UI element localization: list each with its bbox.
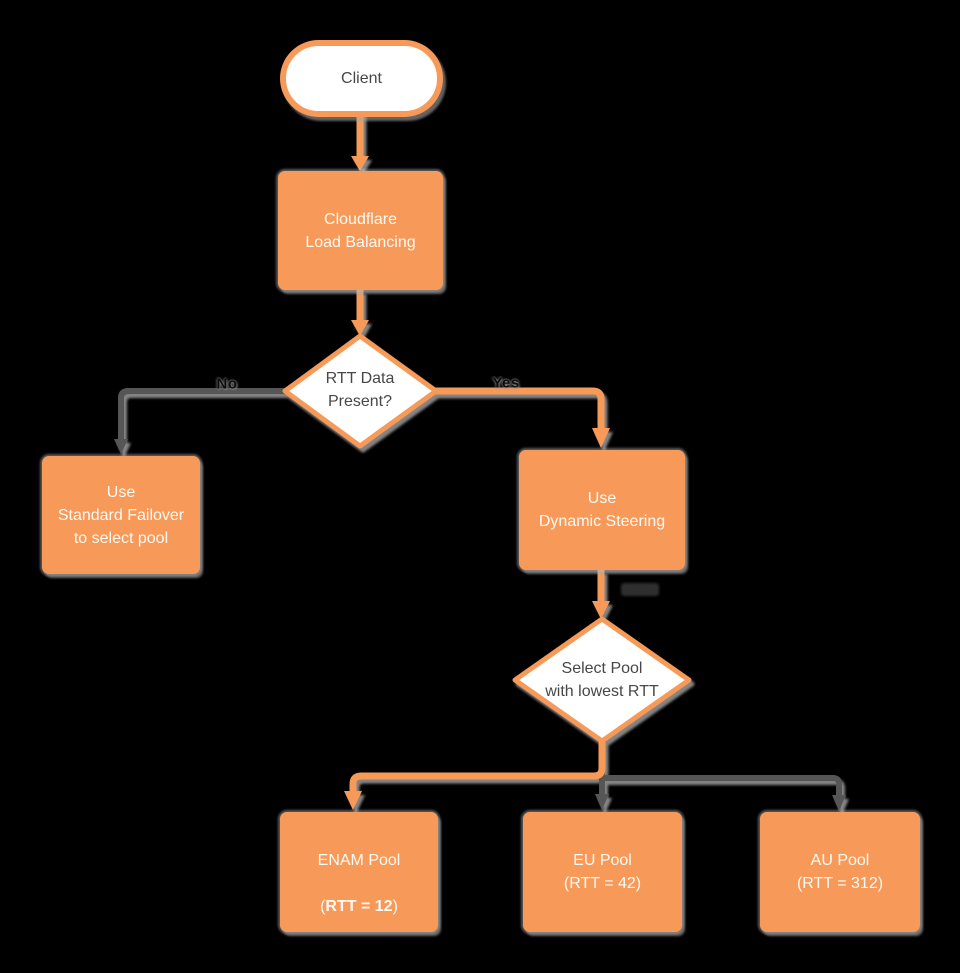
arrowhead-into-au-pool <box>832 795 846 811</box>
arrowhead-into-standard-failover <box>114 439 128 454</box>
select-pool-label: Select Pool with lowest RTT <box>545 660 659 700</box>
node-dynamic-steering: Use Dynamic Steering <box>519 450 685 570</box>
node-eu-pool: EU Pool (RTT = 42) <box>523 812 682 932</box>
enam-pool-label: ENAM Pool (RTT = 12) <box>318 826 401 918</box>
client-label: Client <box>341 70 382 87</box>
edge-to-enam-pool <box>349 742 606 794</box>
rtt-decision-label: RTT Data Present? <box>325 370 395 410</box>
arrowhead-into-loadbalancing <box>351 156 369 171</box>
edge-label-no: No <box>216 375 238 393</box>
enam-pool-name: ENAM Pool <box>317 852 401 869</box>
enam-rtt-close-paren: ) <box>392 898 398 915</box>
load-balancing-label: Cloudflare Load Balancing <box>305 210 416 251</box>
standard-failover-label: Use Standard Failover to select pool <box>57 483 185 547</box>
au-pool-label: AU Pool (RTT = 312) <box>796 852 884 892</box>
enam-rtt-open-paren: ( <box>320 898 326 915</box>
edge-label-yes: Yes <box>492 374 520 392</box>
illegible-edge-label <box>621 583 659 596</box>
arrowhead-into-dynamic-steering <box>592 428 610 448</box>
select-pool-diamond <box>512 616 692 744</box>
node-client: Client <box>280 40 443 117</box>
enam-rtt-value: RTT = 12 <box>325 898 393 915</box>
arrowhead-into-enam-pool <box>344 791 362 810</box>
dynamic-steering-label: Use Dynamic Steering <box>538 490 666 530</box>
node-cloudflare-load-balancing: Cloudflare Load Balancing <box>278 171 443 290</box>
node-standard-failover: Use Standard Failover to select pool <box>42 456 200 574</box>
edge-no-branch <box>118 388 286 442</box>
edge-yes-branch <box>435 387 605 431</box>
arrowhead-into-rtt-decision <box>351 320 369 336</box>
arrowhead-into-select-pool <box>592 601 610 619</box>
edge-to-au-pool <box>599 750 842 798</box>
rtt-decision-diamond <box>282 333 439 449</box>
arrowhead-into-eu-pool <box>595 794 609 810</box>
eu-pool-label: EU Pool (RTT = 42) <box>563 852 642 892</box>
node-enam-pool: ENAM Pool (RTT = 12) <box>280 812 438 932</box>
node-au-pool: AU Pool (RTT = 312) <box>760 812 920 932</box>
